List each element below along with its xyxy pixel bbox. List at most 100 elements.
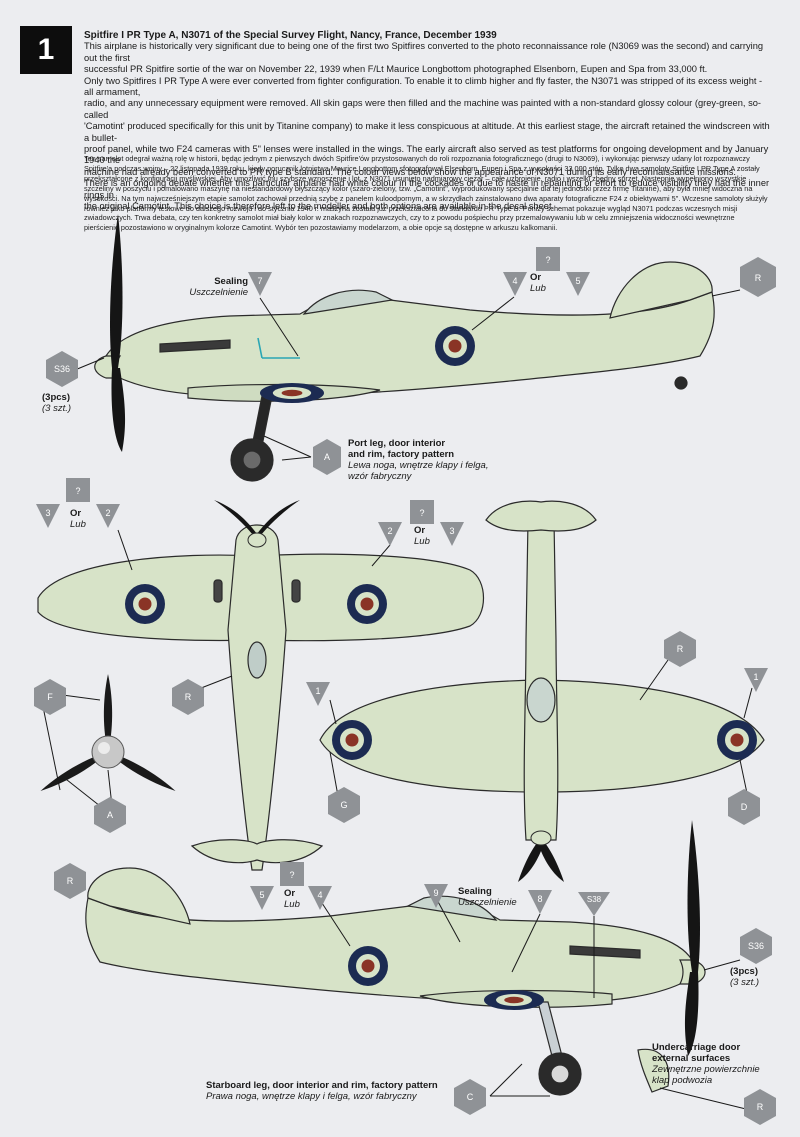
port-exhaust — [159, 339, 231, 353]
intro-line: Only two Spitfires I PR Type A were ever… — [84, 75, 763, 98]
marker-label: R — [185, 692, 192, 702]
sealing-text-pl: Uszczelnienie — [189, 287, 248, 298]
intro-line: proof panel, while two F24 cameras with … — [84, 144, 769, 166]
starboard-side-profile — [85, 867, 706, 1096]
intro-line: There is an ongoing debate whether this … — [84, 178, 770, 200]
port-leg-text-pl: Lewa noga, wnętrze klapy i felga, — [348, 460, 489, 471]
upper-roundel-right — [347, 584, 387, 624]
marker-1-left: 1 — [306, 682, 330, 706]
pcs-label-top: (3pcs) (3 szt.) — [42, 392, 71, 414]
marker-5-bottom: 5 — [250, 886, 274, 910]
marker-q-left: ? — [66, 478, 90, 502]
marker-label: ? — [419, 508, 424, 518]
starboard-fuselage-roundel — [348, 946, 388, 986]
starboard-canopy — [406, 895, 498, 921]
marker-label: ? — [545, 255, 550, 265]
marker-label: R — [677, 644, 684, 654]
undercarriage-door-label: Undercarriage door external surfaces Zew… — [652, 1042, 760, 1086]
marker-3-left: 3 — [36, 504, 60, 528]
marker-f: F — [34, 679, 66, 715]
marker-label: R — [67, 876, 74, 886]
marker-label: 1 — [753, 672, 758, 682]
intro-line: the original Camotint. This choice is th… — [84, 201, 555, 212]
polish-line: pierścienie pozostawiono w oryginalnym k… — [84, 223, 558, 233]
profile-number-badge: 1 — [20, 26, 72, 74]
marker-r-upper-plan: R — [172, 679, 204, 715]
polish-line: przekształcone z konfiguracji myśliwskie… — [84, 173, 747, 183]
lub-text: Lub — [70, 519, 86, 530]
port-wing-roundel — [260, 383, 324, 403]
port-leg-text: Port leg, door interior — [348, 438, 446, 449]
aircraft-title: Spitfire I PR Type A, N3071 of the Speci… — [84, 30, 497, 41]
starboard-leg-label: Starboard leg, door interior and rim, fa… — [206, 1080, 438, 1102]
pcs-label-bottom: (3pcs) (3 szt.) — [730, 966, 759, 988]
marker-label: A — [107, 810, 113, 820]
marker-label: S36 — [748, 941, 764, 951]
pcs-text-pl: (3 szt.) — [42, 403, 72, 414]
pcs-text: (3pcs) — [730, 966, 758, 977]
or-text: Or — [70, 508, 82, 519]
upper-roundel-left — [125, 584, 165, 624]
marker-4-top: 4 — [503, 272, 527, 296]
marker-q-bottom: ? — [280, 862, 304, 886]
starboard-leg-text-pl: Prawa noga, wnętrze klapy i felga, wzór … — [206, 1091, 417, 1102]
port-propeller — [110, 214, 126, 452]
port-fuselage-roundel — [435, 326, 475, 366]
marker-r-lower-plan: R — [664, 631, 696, 667]
pcs-text-pl: (3 szt.) — [730, 977, 760, 988]
port-side-profile — [94, 261, 715, 482]
marker-a-front: A — [94, 797, 126, 833]
marker-label: D — [741, 802, 748, 812]
intro-line: 'Camotint' produced specifically for thi… — [84, 121, 770, 143]
lub-text: Lub — [530, 283, 546, 294]
or-lub-bottom: Or Lub — [284, 888, 300, 910]
starboard-wing-roundel — [484, 990, 544, 1010]
marker-q-right: ? — [410, 500, 434, 524]
lub-text: Lub — [284, 899, 300, 910]
marker-g: G — [328, 787, 360, 823]
lower-roundel-right — [717, 720, 757, 760]
starboard-exhaust — [569, 945, 641, 959]
upper-canopy — [247, 641, 267, 679]
marker-s38: S38 — [578, 892, 610, 916]
marker-label: 3 — [45, 508, 50, 518]
pcs-text: (3pcs) — [42, 392, 70, 403]
marker-label: 5 — [575, 276, 580, 286]
or-lub-top: Or Lub — [530, 272, 546, 294]
intro-line: radio, and any unnecessary equipment wer… — [84, 98, 761, 120]
marker-label: 7 — [257, 276, 262, 286]
marker-label: 9 — [433, 888, 438, 898]
starboard-propeller — [684, 820, 700, 1056]
marker-label: 2 — [105, 508, 110, 518]
marker-d: D — [728, 789, 760, 825]
intro-line: This airplane is historically very signi… — [84, 41, 764, 63]
marker-label: G — [340, 800, 347, 810]
marker-2-right: 2 — [378, 522, 402, 546]
or-text: Or — [530, 272, 542, 283]
door-text: external surfaces — [652, 1053, 731, 1064]
marker-label: R — [757, 1102, 764, 1112]
propeller-front-view — [38, 674, 178, 795]
marker-r-door: R — [744, 1089, 776, 1125]
marker-label: S38 — [587, 895, 602, 904]
sealing-label-bottom: Sealing Uszczelnienie — [458, 886, 517, 908]
sealing-text-pl: Uszczelnienie — [458, 897, 517, 908]
port-fin — [609, 261, 713, 319]
door-text: Undercarriage door — [652, 1042, 741, 1053]
marker-s36-top: S36 — [46, 351, 78, 387]
marker-c: C — [454, 1079, 486, 1115]
upper-fuselage — [227, 524, 287, 871]
lower-plan-view — [319, 500, 765, 841]
lower-tailplane — [485, 500, 597, 532]
marker-q-top: ? — [536, 247, 560, 271]
marker-s36-bottom: S36 — [740, 928, 772, 964]
or-lub-right: Or Lub — [414, 525, 430, 547]
marker-label: 4 — [512, 276, 517, 286]
marker-label: ? — [75, 486, 80, 496]
marker-9: 9 — [424, 884, 448, 908]
marker-2-left: 2 — [96, 504, 120, 528]
marker-label: 5 — [259, 890, 264, 900]
lub-text: Lub — [414, 536, 430, 547]
or-text: Or — [284, 888, 296, 899]
marker-1-right: 1 — [744, 668, 768, 692]
